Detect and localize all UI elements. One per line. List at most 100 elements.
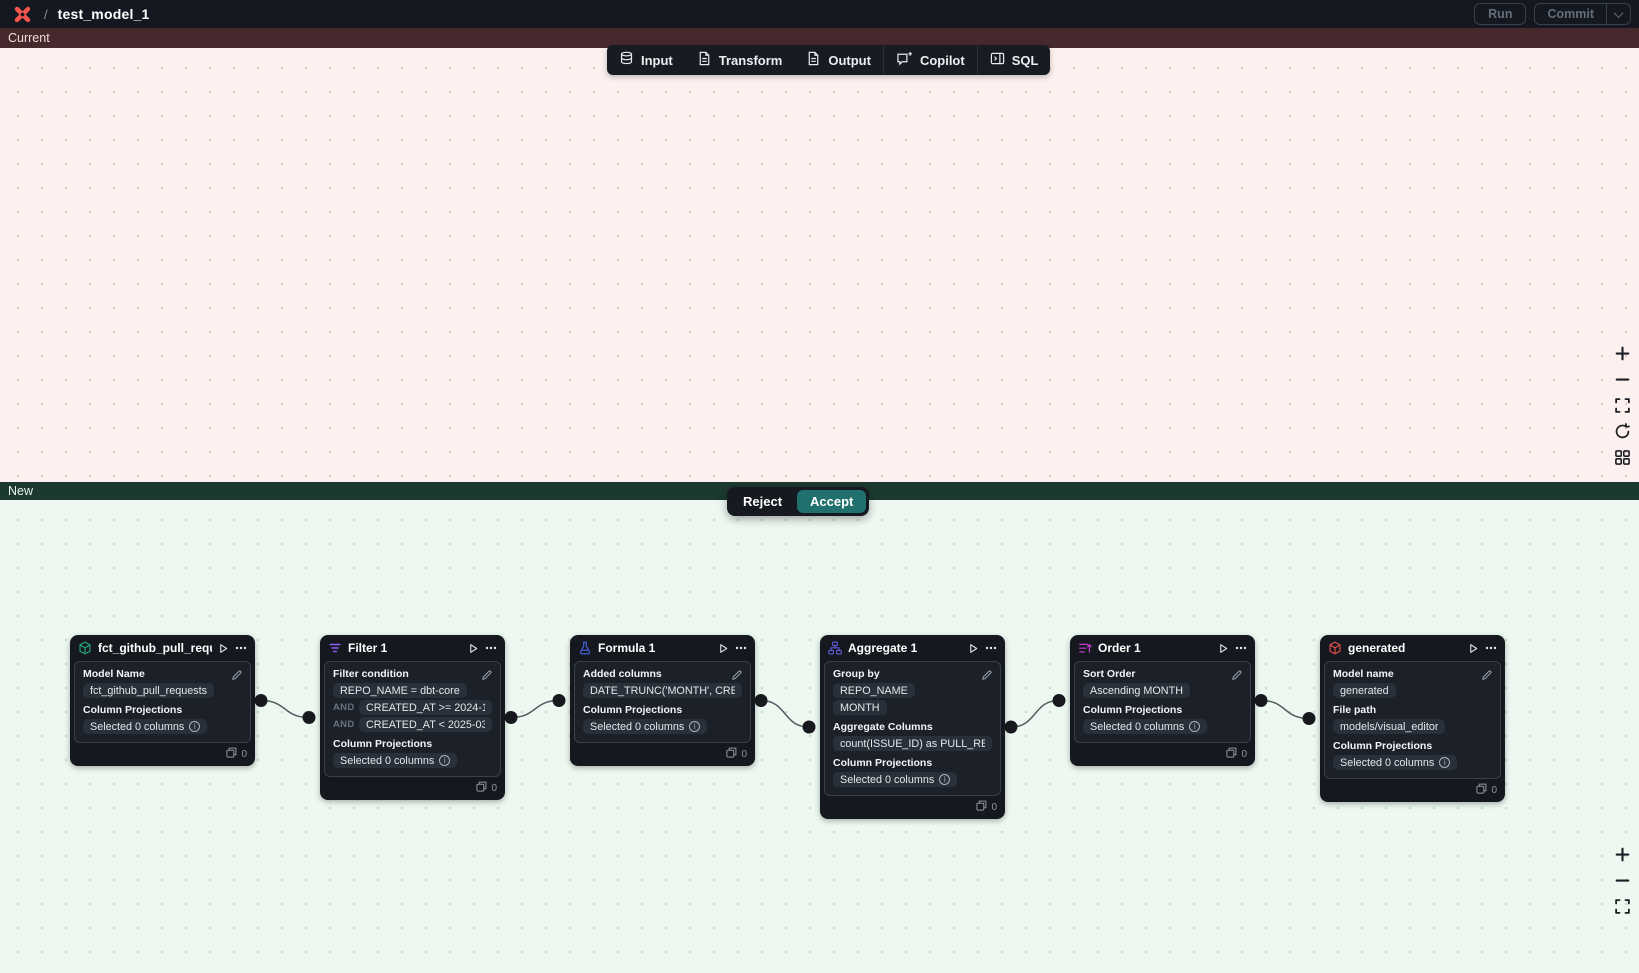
edit-icon[interactable] xyxy=(1481,668,1493,686)
edit-icon[interactable] xyxy=(1231,668,1243,686)
zoom-out-icon[interactable] xyxy=(1614,872,1631,889)
node-menu-button[interactable] xyxy=(485,646,497,650)
value-chip[interactable]: Selected 0 columnsi xyxy=(1083,719,1207,734)
reject-button[interactable]: Reject xyxy=(730,490,795,513)
pipeline-node[interactable]: Order 1 Sort OrderAscending MONTHColumn … xyxy=(1070,635,1255,766)
column-count-icon xyxy=(1476,783,1487,797)
node-title: Aggregate 1 xyxy=(848,641,962,655)
panel-right-icon xyxy=(990,51,1005,69)
pipeline-node[interactable]: Filter 1 Filter conditionREPO_NAME = dbt… xyxy=(320,635,505,800)
column-count-icon xyxy=(1226,747,1237,761)
value-chip[interactable]: MONTH xyxy=(833,700,887,715)
toolbar-item-output[interactable]: Output xyxy=(794,45,883,75)
filter-icon xyxy=(328,641,342,655)
value-chip[interactable]: Selected 0 columnsi xyxy=(1333,755,1457,770)
node-title: Formula 1 xyxy=(598,641,712,655)
edit-icon[interactable] xyxy=(231,668,243,686)
breadcrumb-separator: / xyxy=(44,7,48,22)
new-canvas-controls xyxy=(1614,846,1631,915)
toolbar-item-transform[interactable]: Transform xyxy=(685,45,795,75)
value-chip[interactable]: CREATED_AT >= 2024-12-01 xyxy=(359,700,492,715)
info-icon: i xyxy=(189,721,200,732)
value-chip[interactable]: Selected 0 columnsi xyxy=(833,772,957,787)
field-label: Aggregate Columns xyxy=(833,721,992,733)
value-chip[interactable]: Ascending MONTH xyxy=(1083,683,1190,698)
fit-view-icon[interactable] xyxy=(1614,397,1631,414)
node-card: Model Namefct_github_pull_requestsColumn… xyxy=(74,661,251,743)
zoom-in-icon[interactable] xyxy=(1614,345,1631,362)
node-menu-button[interactable] xyxy=(1485,646,1497,650)
run-node-button[interactable] xyxy=(468,643,479,654)
toolbar-item-input[interactable]: Input xyxy=(607,45,685,75)
pipeline-node[interactable]: fct_github_pull_requests Model Namefct_g… xyxy=(70,635,255,766)
value-chip[interactable]: count(ISSUE_ID) as PULL_REQUEST_… xyxy=(833,736,992,751)
document-icon xyxy=(697,51,712,69)
value-chip[interactable]: Selected 0 columnsi xyxy=(583,719,707,734)
value-chip[interactable]: CREATED_AT < 2025-03-01 xyxy=(359,717,492,732)
value-chip[interactable]: generated xyxy=(1333,683,1396,698)
reset-zoom-icon[interactable] xyxy=(1614,423,1631,440)
value-chip[interactable]: DATE_TRUNC('MONTH', CREATED_AT… xyxy=(583,683,742,698)
commit-button[interactable]: Commit xyxy=(1535,4,1606,24)
document-icon xyxy=(806,51,821,69)
node-footer: 0 xyxy=(820,796,1005,819)
run-button[interactable]: Run xyxy=(1474,3,1526,25)
column-count: 0 xyxy=(1491,785,1497,796)
node-menu-button[interactable] xyxy=(985,646,997,650)
fit-view-icon[interactable] xyxy=(1614,898,1631,915)
field-label: Column Projections xyxy=(1333,740,1492,752)
column-count: 0 xyxy=(1241,749,1247,760)
value-chip[interactable]: REPO_NAME = dbt-core xyxy=(333,683,467,698)
pipeline-node[interactable]: Formula 1 Added columnsDATE_TRUNC('MONTH… xyxy=(570,635,755,766)
value-chip[interactable]: Selected 0 columnsi xyxy=(83,719,207,734)
condition-operator: AND xyxy=(333,702,355,713)
node-menu-button[interactable] xyxy=(235,646,247,650)
node-menu-button[interactable] xyxy=(1235,646,1247,650)
node-card: Sort OrderAscending MONTHColumn Projecti… xyxy=(1074,661,1251,743)
node-title: Filter 1 xyxy=(348,641,462,655)
field-label: Column Projections xyxy=(583,704,742,716)
column-count-icon xyxy=(976,800,987,814)
accept-button[interactable]: Accept xyxy=(797,490,866,513)
node-title: Order 1 xyxy=(1098,641,1212,655)
run-node-button[interactable] xyxy=(1218,643,1229,654)
edit-icon[interactable] xyxy=(731,668,743,686)
current-canvas-controls xyxy=(1614,345,1631,466)
value-chip[interactable]: Selected 0 columnsi xyxy=(333,753,457,768)
zoom-out-icon[interactable] xyxy=(1614,371,1631,388)
run-node-button[interactable] xyxy=(218,643,229,654)
value-chip[interactable]: models/visual_editor xyxy=(1333,719,1445,734)
new-canvas[interactable]: fct_github_pull_requests Model Namefct_g… xyxy=(0,500,1639,973)
info-icon: i xyxy=(1189,721,1200,732)
run-node-button[interactable] xyxy=(968,643,979,654)
edit-icon[interactable] xyxy=(981,668,993,686)
value-chip[interactable]: fct_github_pull_requests xyxy=(83,683,214,698)
field-label: Added columns xyxy=(583,668,742,680)
run-node-button[interactable] xyxy=(1468,643,1479,654)
commit-dropdown-button[interactable] xyxy=(1606,4,1630,24)
toolbar-item-copilot[interactable]: Copilot xyxy=(884,45,977,75)
edit-icon[interactable] xyxy=(481,668,493,686)
chevron-down-icon xyxy=(1614,8,1624,18)
top-bar: / test_model_1 Run Commit xyxy=(0,0,1639,28)
field-label: Column Projections xyxy=(833,757,992,769)
field-label: Column Projections xyxy=(83,704,242,716)
column-count: 0 xyxy=(741,749,747,760)
pipeline-node[interactable]: Aggregate 1 Group by REPO_NAME MONTH Aggreg… xyxy=(820,635,1005,819)
info-icon: i xyxy=(689,721,700,732)
node-card: Group by REPO_NAME MONTH Aggregate Columns c… xyxy=(824,661,1001,796)
toolbar-item-sql[interactable]: SQL xyxy=(978,45,1051,75)
run-node-button[interactable] xyxy=(718,643,729,654)
column-count: 0 xyxy=(241,749,247,760)
pipeline-node[interactable]: generated Model namegeneratedFile pathmo… xyxy=(1320,635,1505,802)
value-chip[interactable]: REPO_NAME xyxy=(833,683,915,698)
node-footer: 0 xyxy=(320,777,505,800)
current-canvas[interactable] xyxy=(0,48,1639,482)
zoom-in-icon[interactable] xyxy=(1614,846,1631,863)
layout-grid-icon[interactable] xyxy=(1614,449,1631,466)
node-menu-button[interactable] xyxy=(735,646,747,650)
node-footer: 0 xyxy=(1070,743,1255,766)
app-logo-x-icon[interactable] xyxy=(12,4,32,24)
field-label: Group by xyxy=(833,668,992,680)
cube-icon xyxy=(1328,641,1342,655)
